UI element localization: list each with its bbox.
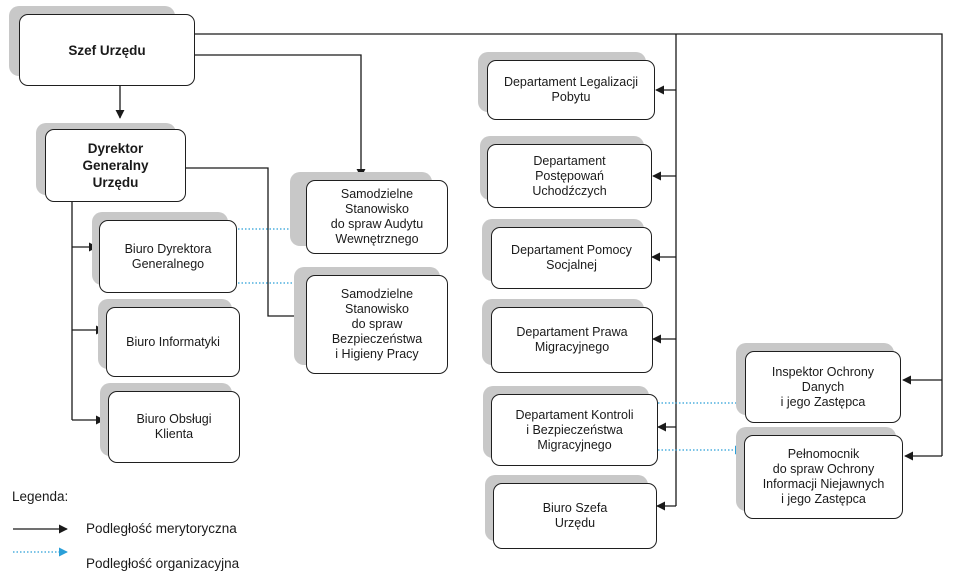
node-label: Szef Urzędu: [68, 42, 146, 58]
node-label: Biuro Szefa Urzędu: [542, 501, 608, 530]
node-label: Biuro Informatyki: [126, 334, 220, 349]
node-label: Samodzielne Stanowisko do spraw Bezpiecz…: [331, 287, 423, 361]
edge-szef-audyt: [185, 54, 366, 178]
node-label: Pełnomocnik do spraw Ochrony Informacji …: [762, 447, 885, 506]
legend-label-merytoryczna: Podległość merytoryczna: [86, 521, 237, 536]
node-label: Biuro Dyrektora Generalnego: [124, 241, 212, 271]
node-label: Departament Pomocy Socjalnej: [511, 243, 632, 272]
node-label: Samodzielne Stanowisko do spraw Audytu W…: [330, 187, 424, 246]
edge-szef-right-trunk: [185, 33, 943, 456]
node-label: Inspektor Ochrony Danych i jego Zastępca: [771, 364, 875, 409]
node-label: Departament Prawa Migracyjnego: [516, 325, 628, 354]
node-label: Dyrektor Generalny Urzędu: [82, 141, 149, 190]
legend-label-organizacyjna: Podległość organizacyjna: [86, 556, 240, 571]
legend-title: Legenda:: [12, 489, 69, 504]
node-label: Departament Legalizacji Pobytu: [503, 75, 639, 104]
edge-dyrektor-bhp: [185, 167, 303, 321]
node-label: Biuro Obsługi Klienta: [136, 412, 212, 441]
node-label: Departament Postępowań Uchodźczych: [532, 153, 607, 198]
node-label: Departament Kontroli i Bezpieczeństwa Mi…: [515, 407, 634, 452]
